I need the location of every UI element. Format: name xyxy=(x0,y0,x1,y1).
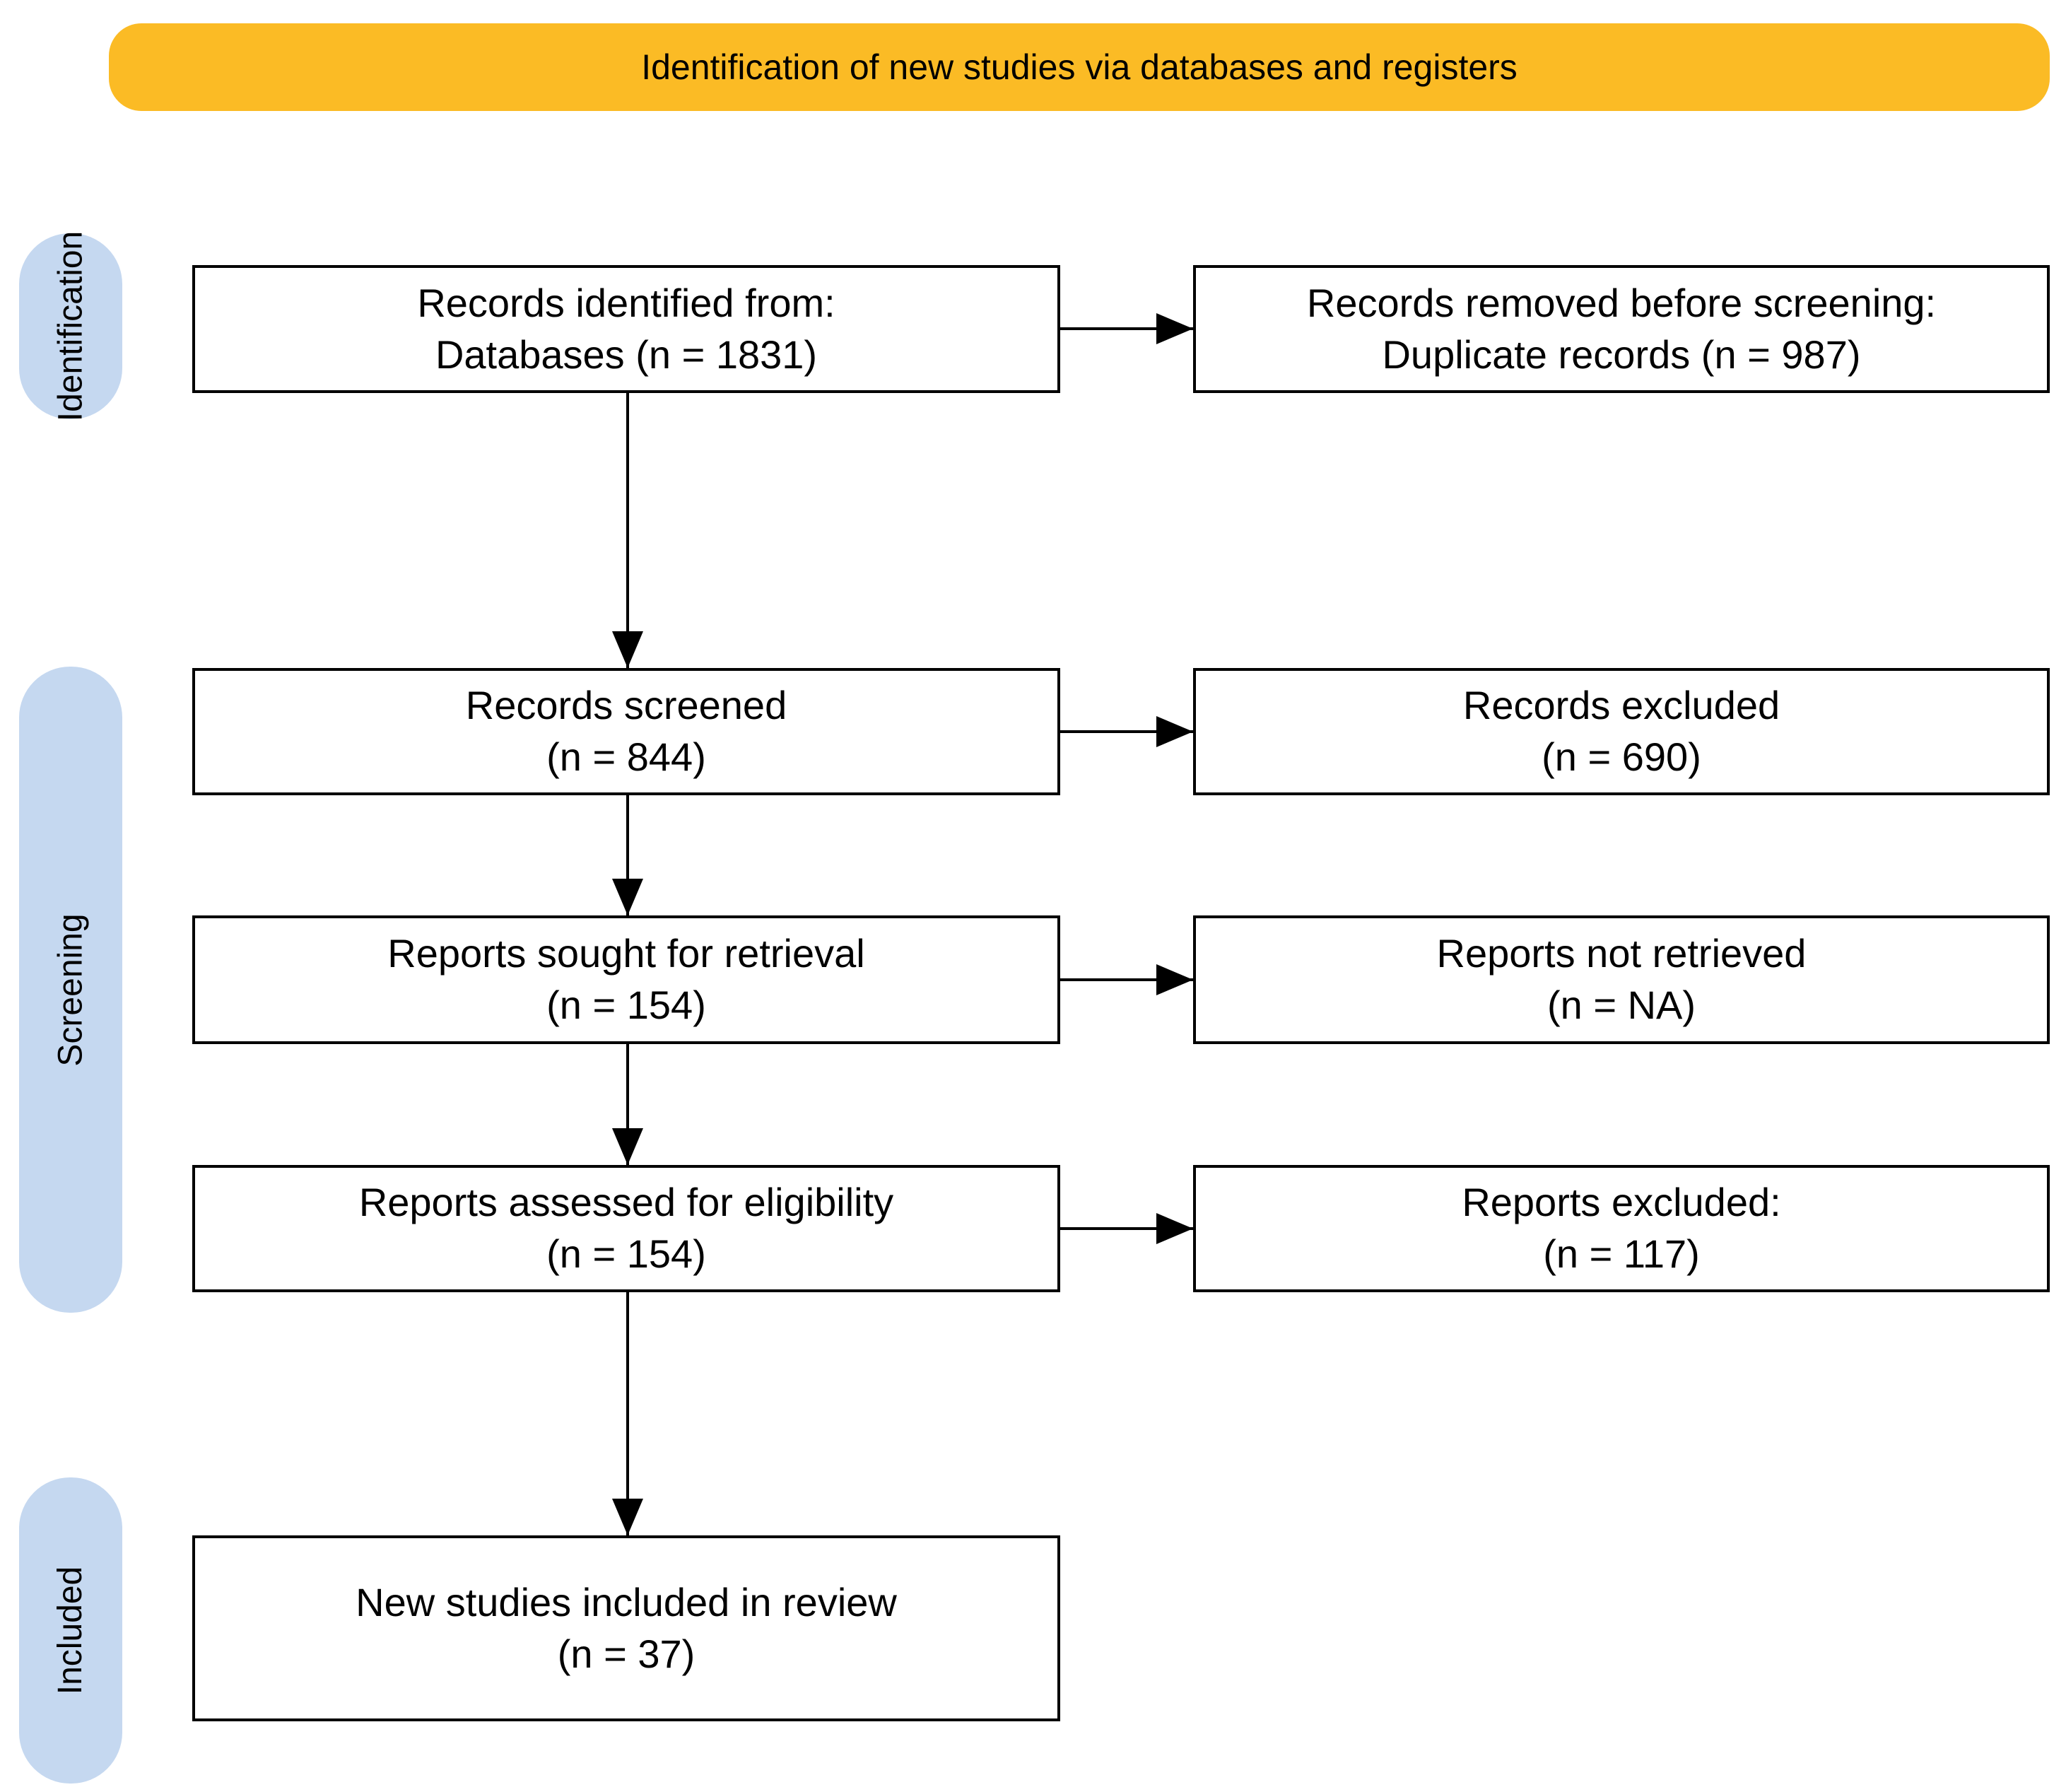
arrow-identified-to-removed xyxy=(1060,327,1193,330)
box-count: (n = NA) xyxy=(1546,983,1696,1027)
box-text: Reports not retrieved xyxy=(1436,931,1807,976)
stage-label-identification: Identification xyxy=(52,230,90,422)
header-title: Identification of new studies via databa… xyxy=(641,47,1518,87)
arrow-assessed-to-reports-excluded xyxy=(1060,1227,1193,1230)
box-text: Reports sought for retrieval xyxy=(387,931,865,976)
box-records-identified: Records identified from: Databases (n = … xyxy=(192,265,1060,393)
box-text: Records excluded xyxy=(1462,683,1780,728)
arrow-assessed-to-included xyxy=(626,1292,629,1535)
box-count: (n = 690) xyxy=(1542,734,1701,779)
box-count: (n = 844) xyxy=(546,734,706,779)
stage-bar-identification: Identification xyxy=(19,230,122,422)
box-records-excluded: Records excluded (n = 690) xyxy=(1193,668,2050,795)
box-text: Reports assessed for eligibility xyxy=(358,1180,894,1225)
box-text: New studies included in review xyxy=(356,1579,897,1624)
arrow-screened-to-excluded xyxy=(1060,730,1193,733)
box-count: (n = 154) xyxy=(546,983,706,1027)
header-banner: Identification of new studies via databa… xyxy=(109,23,2050,111)
arrow-sought-to-not-retrieved xyxy=(1060,978,1193,981)
arrow-sought-to-assessed xyxy=(626,1044,629,1165)
box-count: Databases (n = 1831) xyxy=(435,332,818,377)
box-reports-sought: Reports sought for retrieval (n = 154) xyxy=(192,915,1060,1044)
box-text: Records removed before screening: xyxy=(1306,280,1937,325)
box-text: Reports excluded: xyxy=(1462,1180,1781,1225)
box-count: (n = 117) xyxy=(1543,1231,1700,1276)
box-reports-excluded: Reports excluded: (n = 117) xyxy=(1193,1165,2050,1292)
stage-label-screening: Screening xyxy=(52,913,90,1067)
box-text: Records screened xyxy=(465,683,787,728)
box-records-screened: Records screened (n = 844) xyxy=(192,668,1060,795)
arrow-identified-to-screened xyxy=(626,393,629,668)
box-text: Records identified from: xyxy=(417,280,835,325)
arrow-screened-to-sought xyxy=(626,795,629,915)
box-records-removed: Records removed before screening: Duplic… xyxy=(1193,265,2050,393)
box-reports-assessed: Reports assessed for eligibility (n = 15… xyxy=(192,1165,1060,1292)
stage-bar-included: Included xyxy=(19,1477,122,1784)
box-reports-not-retrieved: Reports not retrieved (n = NA) xyxy=(1193,915,2050,1044)
box-count: (n = 154) xyxy=(546,1231,706,1276)
stage-label-included: Included xyxy=(52,1566,90,1695)
box-studies-included: New studies included in review (n = 37) xyxy=(192,1535,1060,1721)
box-count: (n = 37) xyxy=(557,1631,695,1676)
box-count: Duplicate records (n = 987) xyxy=(1382,332,1861,377)
stage-bar-screening: Screening xyxy=(19,667,122,1313)
